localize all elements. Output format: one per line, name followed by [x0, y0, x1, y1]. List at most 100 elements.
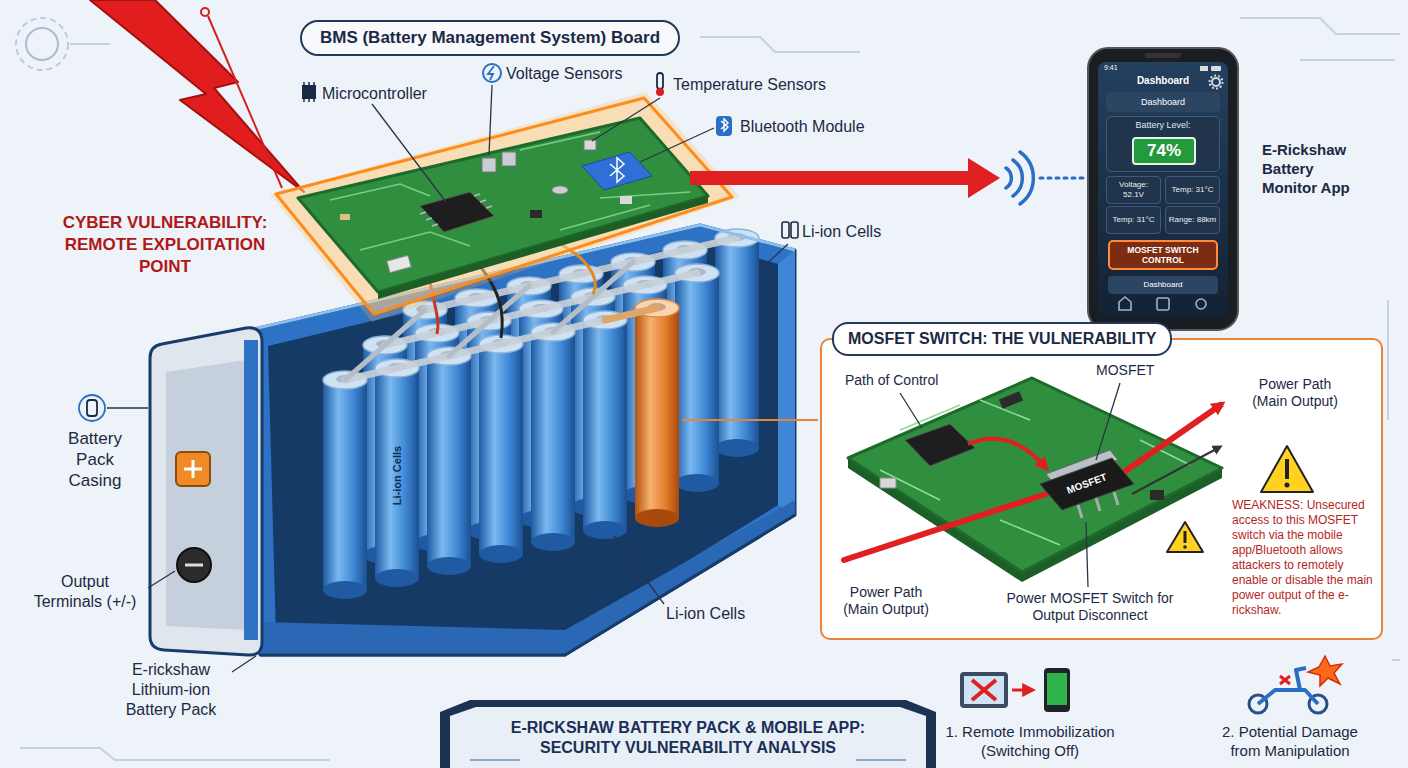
inset-pcb: [1285, 483, 1290, 488]
smartphone: [1211, 66, 1221, 71]
inset-pcb: [880, 478, 896, 488]
weakness-note: WEAKNESS: Unsecured access to this MOSFE…: [1232, 498, 1378, 618]
output-terminal: [177, 548, 211, 582]
stat-text: Voltage: 52.1V: [1109, 180, 1158, 200]
part-icon: [656, 88, 664, 96]
stat-text: Temp: 31°C: [1113, 215, 1155, 225]
part-name: Microcontroller: [322, 84, 427, 103]
smartphone: [1145, 53, 1181, 58]
scenario-icon: [1044, 668, 1070, 712]
smartphone: [1088, 48, 1238, 330]
button-text: MOSFET SWITCH CONTROL: [1114, 245, 1212, 265]
smartphone: [1200, 66, 1208, 71]
leader-line: [107, 85, 788, 672]
title-banner: [440, 700, 936, 768]
bms-board: [340, 214, 350, 220]
output-terminal: [176, 452, 211, 582]
part-name: E-rickshaw Lithium-ion Battery Pack: [112, 660, 230, 720]
pill-heading: BMS (Battery Management System) Board: [320, 28, 660, 48]
smartphone: [1212, 78, 1220, 86]
battery-casing: [150, 225, 795, 655]
part-name: Power Path (Main Output): [1245, 376, 1345, 410]
inset-pcb: [905, 424, 975, 466]
status-time: 9:41: [1104, 64, 1118, 72]
battery-pack: [778, 250, 795, 515]
title-banner: [470, 759, 906, 761]
bms-board: [482, 158, 496, 172]
signal-arrow: [690, 152, 1084, 204]
tab-text: Dashboard: [1141, 97, 1185, 108]
bms-board: [298, 118, 708, 292]
button-text: Dashboard: [1143, 280, 1182, 290]
part-name: Bluetooth Module: [740, 117, 865, 136]
signal-arrow: [1040, 177, 1084, 180]
bms-board: [387, 255, 411, 272]
title-banner: [440, 700, 936, 768]
diagram-title: E-RICKSHAW BATTERY PACK & MOBILE APP: SE…: [488, 718, 888, 758]
smartphone: [1119, 297, 1131, 310]
stat-tile: Voltage: 52.1V: [1106, 176, 1161, 204]
chip-print: MOSFET: [1065, 471, 1108, 497]
scenario-icon: [1280, 676, 1290, 684]
scenario-caption: 2. Potential Damage from Manipulation: [1215, 722, 1365, 760]
inset-pcb: [1132, 447, 1220, 494]
inset-pcb: [968, 439, 1046, 468]
part-name: Li-ion Cells: [802, 222, 881, 241]
signal-arrow: [968, 158, 1000, 198]
part-icon: [304, 82, 314, 102]
inset-pcb: [1124, 404, 1222, 472]
output-terminal: [184, 460, 202, 478]
inset-pcb: [1167, 522, 1203, 552]
part-name: Li-ion Cells: [666, 604, 745, 623]
bms-board: [502, 152, 516, 166]
inset-pcb: [880, 400, 1190, 545]
smartphone: [1196, 299, 1206, 309]
scenario-caption: 1. Remote Immobilization (Switching Off): [940, 722, 1120, 760]
stat-tile: Temp: 31°C: [1106, 206, 1161, 234]
battery-card: Battery Level:74%: [1106, 116, 1220, 172]
smartphone: [1157, 298, 1169, 310]
part-name: Path of Control: [845, 372, 938, 389]
inset-pcb: [844, 494, 1046, 560]
li-ion-cell: [675, 264, 719, 492]
bms-board: [584, 140, 596, 150]
leader-line: [682, 419, 818, 421]
smartphone: [1210, 76, 1223, 89]
part-icon: [791, 222, 798, 238]
bms-board: [420, 194, 492, 226]
battery-casing: [244, 340, 258, 640]
inset-pcb: [1184, 531, 1187, 543]
inset-pcb: [900, 383, 1120, 587]
li-ion-cell: [583, 311, 627, 539]
output-terminal: [176, 452, 210, 486]
lightning-bolt: [90, 0, 304, 192]
stat-text: Range: 88km: [1169, 215, 1217, 225]
scenario-icon: [1308, 656, 1342, 686]
inset-pcb: [820, 338, 1383, 640]
smartphone: [1088, 48, 1238, 330]
stat-tile: Temp: 31°C: [1165, 176, 1220, 204]
part-icon: [782, 222, 789, 238]
bms-board: [270, 92, 740, 322]
leader-line: [208, 16, 282, 188]
bms-board: [420, 192, 494, 232]
scenario-icon: [1047, 673, 1067, 705]
bms-board: [270, 92, 740, 322]
inset-pcb: [999, 391, 1023, 409]
li-ion-cell: [375, 359, 419, 587]
battery-casing: [260, 515, 795, 655]
app-name: E-Rickshaw Battery Monitor App: [1262, 140, 1372, 197]
li-ion-cell: [323, 371, 367, 599]
part-icon: [657, 73, 663, 89]
li-ion-cell: [427, 347, 471, 575]
bms-board: [530, 210, 542, 218]
part-icon: [721, 119, 728, 131]
cell-print: Li-ion Cells: [391, 445, 404, 504]
part-icon: [483, 64, 501, 82]
leader-line: [201, 8, 209, 16]
inset-pcb: [1285, 459, 1289, 479]
